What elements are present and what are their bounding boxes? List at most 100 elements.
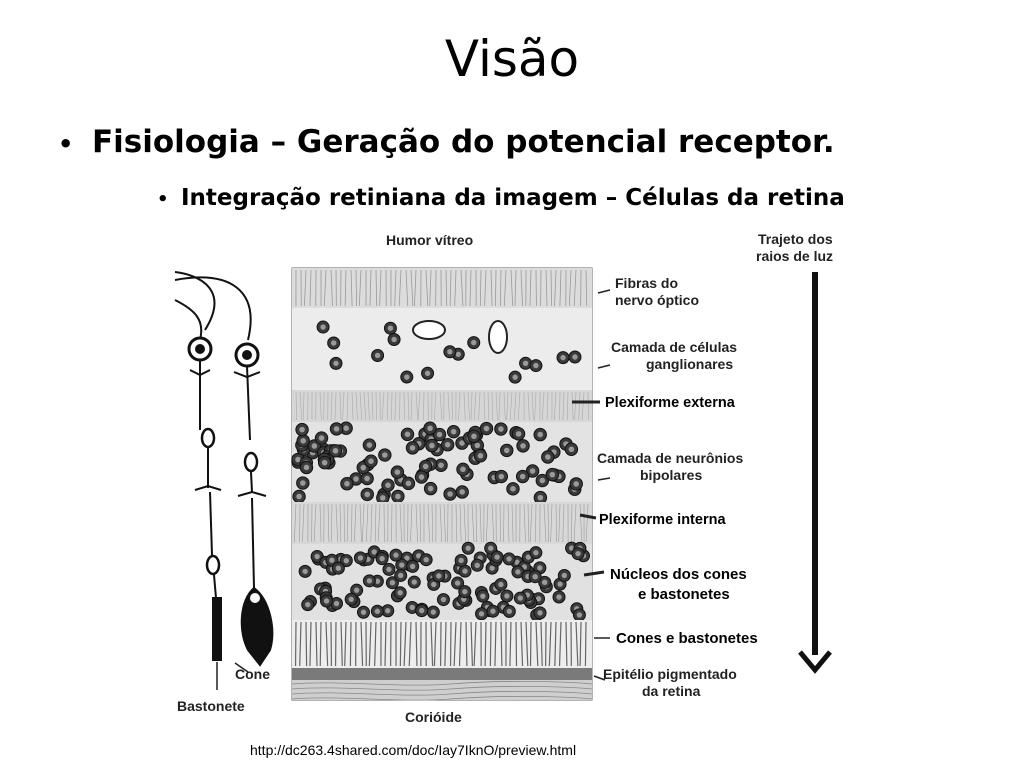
- photoreceptor-nucleus-nucleolus: [379, 555, 385, 562]
- bipolar-nucleus-nucleolus: [332, 447, 339, 454]
- photoreceptor-rod: [515, 621, 518, 667]
- fiber-streak: [425, 269, 429, 307]
- plexiform-streak: [419, 503, 421, 543]
- bipolar-nucleus-nucleolus: [366, 442, 373, 448]
- plexiform-streak: [531, 391, 534, 421]
- fiber-streak: [529, 269, 532, 307]
- bipolar-nucleus-nucleolus: [573, 481, 579, 487]
- bipolar-nucleus-nucleolus: [344, 480, 350, 487]
- label-ganglio-1: Camada de células: [611, 339, 737, 355]
- plexiform-streak: [585, 503, 589, 543]
- photoreceptor-nucleus-nucleolus: [399, 562, 405, 568]
- photoreceptor-nucleus-nucleolus: [314, 553, 320, 560]
- bipolar-nucleus-nucleolus: [427, 485, 434, 492]
- bipolar-nucleus-nucleolus: [429, 442, 435, 449]
- photoreceptor-nucleus-nucleolus: [506, 556, 512, 562]
- photoreceptor-nucleus-nucleolus: [515, 569, 521, 575]
- bipolar-nucleus-nucleolus: [498, 426, 504, 432]
- ganglion-cell-nucleolus: [424, 370, 431, 376]
- plexiform-streak: [371, 391, 374, 421]
- bipolar-nucleus-nucleolus: [436, 431, 443, 438]
- photoreceptor-rod: [403, 621, 407, 667]
- cone-cell-drawing: [174, 276, 274, 667]
- plexiform-streak: [541, 391, 545, 421]
- photoreceptor-nucleus-nucleolus: [302, 568, 308, 575]
- bipolar-nucleus-nucleolus: [545, 454, 551, 460]
- plexiform-streak: [534, 391, 537, 421]
- plexiform-streak: [559, 391, 561, 421]
- plexiform-streak: [553, 391, 557, 421]
- fiber-streak: [559, 269, 562, 307]
- ganglion-cell-nucleolus: [471, 339, 477, 346]
- plexiform-streak: [410, 391, 413, 421]
- fiber-streak: [503, 269, 507, 307]
- photoreceptor-rod: [525, 621, 529, 667]
- plexiform-streak: [319, 391, 322, 421]
- label-nucleos-1: Núcleos dos cones: [610, 566, 747, 583]
- fiber-streak: [394, 269, 397, 307]
- photoreceptor-nucleus-nucleolus: [430, 609, 437, 615]
- photoreceptor-rod: [340, 621, 343, 667]
- photoreceptor-nucleus-nucleolus: [389, 580, 396, 586]
- plexiform-streak: [555, 503, 558, 543]
- bipolar-nucleus-nucleolus: [364, 475, 370, 482]
- plexiform-streak: [399, 503, 402, 543]
- bipolar-nucleus-nucleolus: [368, 458, 374, 464]
- plexiform-streak: [471, 503, 475, 543]
- plexiform-streak: [327, 503, 330, 543]
- photoreceptor-nucleus-nucleolus: [305, 601, 311, 608]
- fiber-streak: [344, 269, 347, 307]
- bullet-2-text: Integração retiniana da imagem – Células…: [181, 185, 845, 211]
- fiber-streak: [355, 269, 358, 307]
- photoreceptor-rod: [433, 621, 437, 667]
- ganglion-cell-nucleolus: [522, 360, 529, 366]
- fiber-streak: [379, 269, 382, 307]
- label-nucleos-2: e bastonetes: [638, 586, 730, 603]
- bipolar-nucleus-nucleolus: [418, 474, 425, 480]
- plexiform-streak: [535, 503, 537, 543]
- photoreceptor-nucleus-nucleolus: [333, 600, 340, 607]
- label-fibras-2: nervo óptico: [615, 292, 699, 308]
- label-arrow-line-2: raios de luz: [756, 248, 833, 264]
- label-bastonete: Bastonete: [177, 698, 245, 714]
- photoreceptor-rod: [319, 621, 322, 667]
- photoreceptor-nucleus-nucleolus: [374, 608, 381, 614]
- bipolar-nucleus-nucleolus: [515, 431, 522, 437]
- photoreceptor-nucleus-nucleolus: [436, 573, 442, 579]
- photoreceptor-rod: [408, 621, 412, 667]
- plexiform-streak: [527, 391, 530, 421]
- ganglion-cell-nucleolus: [560, 354, 566, 361]
- rod-cell-drawing: [174, 271, 222, 661]
- plexiform-streak: [335, 503, 339, 543]
- photoreceptor-nucleus-nucleolus: [393, 552, 399, 558]
- label-epitelio-2: da retina: [642, 683, 701, 699]
- photoreceptor-nucleus-nucleolus: [514, 559, 520, 565]
- plexiform-streak: [394, 391, 397, 421]
- photoreceptor-nucleus-nucleolus: [366, 578, 373, 584]
- bullet-1-text: Fisiologia – Geração do potencial recept…: [92, 124, 835, 160]
- photoreceptor-nucleus-nucleolus: [323, 598, 330, 604]
- fiber-streak: [554, 269, 557, 307]
- bipolar-nucleus-nucleolus: [438, 462, 444, 469]
- plexiform-streak: [483, 391, 486, 421]
- photoreceptor-nucleus-nucleolus: [532, 574, 538, 580]
- photoreceptor-nucleus-nucleolus: [561, 572, 568, 579]
- bipolar-nucleus-nucleolus: [333, 426, 340, 432]
- fiber-streak: [573, 269, 577, 307]
- plexiform-streak: [346, 503, 349, 543]
- plexiform-streak: [503, 391, 506, 421]
- plexiform-streak: [342, 391, 345, 421]
- ganglion-cell-nucleolus: [320, 324, 326, 330]
- ganglion-cell-nucleolus: [447, 349, 453, 355]
- plexiform-streak: [558, 503, 561, 543]
- photoreceptor-rod: [579, 621, 582, 667]
- photoreceptor-nucleus-nucleolus: [404, 555, 410, 561]
- fiber-streak: [454, 269, 457, 307]
- photoreceptor-nucleus-nucleolus: [517, 595, 524, 601]
- plexiform-streak: [403, 391, 406, 421]
- plexiform-streak: [455, 503, 458, 543]
- bipolar-nucleus-nucleolus: [447, 491, 453, 497]
- fiber-streak: [490, 269, 493, 307]
- choroid-vessel: [291, 690, 593, 696]
- photoreceptor-nucleus-nucleolus: [498, 581, 504, 588]
